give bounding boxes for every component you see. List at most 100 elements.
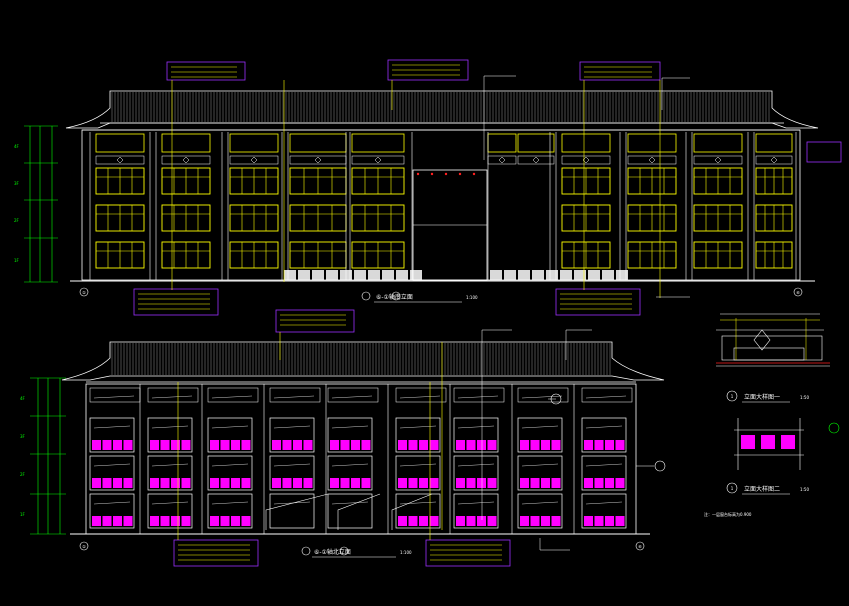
- top-axis-bubble-left: [79, 287, 89, 297]
- magenta-panel: [487, 440, 497, 450]
- magenta-panel: [584, 478, 593, 488]
- bay-frame: [147, 455, 193, 491]
- window-lintel: [627, 155, 677, 165]
- bay: [517, 455, 563, 491]
- bay: [581, 417, 627, 453]
- magenta-panel: [551, 440, 561, 450]
- bay: [395, 417, 441, 453]
- window: [561, 241, 611, 269]
- magenta-panel: [594, 516, 604, 526]
- magenta-panel: [466, 478, 476, 488]
- sill-line: [93, 425, 131, 429]
- magenta-panel: [351, 478, 360, 488]
- diamond-ornament: [714, 156, 722, 164]
- detail-2-marker: [828, 422, 840, 434]
- top-title-axis-b: [391, 291, 401, 301]
- bottom-axis-bubble-right: [635, 541, 645, 551]
- top-axis-bubble-right: [793, 287, 803, 297]
- bottom-title-axis-b: [339, 546, 349, 556]
- magenta-panel: [530, 440, 540, 450]
- bay: [89, 417, 135, 453]
- sill-line: [521, 425, 559, 429]
- window: [561, 204, 611, 232]
- bottom-title-axis-a: [301, 546, 311, 556]
- magenta-panel: [361, 478, 371, 488]
- window: [161, 167, 211, 195]
- bottom-axis-bubble-left: [79, 541, 89, 551]
- top-elevation-scale: 1:100: [466, 295, 478, 300]
- magenta-panel: [303, 440, 313, 450]
- window: [95, 204, 145, 232]
- window: [229, 167, 279, 195]
- window: [693, 167, 743, 195]
- magenta-panel: [530, 516, 540, 526]
- bay: [207, 417, 253, 453]
- bay: [453, 455, 499, 491]
- bay: [517, 493, 563, 529]
- magenta-panel: [541, 440, 550, 450]
- magenta-panel: [520, 516, 529, 526]
- magenta-panel: [530, 478, 540, 488]
- plinth-panel: [354, 270, 366, 280]
- magenta-panel: [584, 516, 593, 526]
- top-leader-lines: [171, 80, 661, 298]
- sill-line: [457, 501, 495, 505]
- bay: [89, 455, 135, 491]
- sill-line: [331, 501, 369, 505]
- detail-2-bubble: [726, 482, 738, 494]
- upper-band: [453, 387, 505, 403]
- bottom-axis-right: ⑥: [638, 544, 642, 549]
- magenta-panel: [181, 478, 191, 488]
- sill-line: [331, 463, 369, 467]
- bay-frame: [581, 493, 627, 529]
- bay: [581, 455, 627, 491]
- bay-frame: [147, 417, 193, 453]
- bottom-elevation-scale: 1:100: [400, 550, 412, 555]
- magenta-panel: [113, 440, 122, 450]
- upper-band: [269, 387, 321, 403]
- bay-frame: [395, 493, 441, 529]
- magenta-panel: [150, 440, 159, 450]
- strip-window: [561, 133, 611, 153]
- bay-frame: [269, 417, 315, 453]
- bay: [453, 493, 499, 529]
- magenta-panel: [150, 516, 159, 526]
- magenta-panel: [210, 440, 219, 450]
- band-detail: [211, 395, 253, 399]
- top-axis-left: ①: [82, 290, 86, 295]
- bay-frame: [89, 493, 135, 529]
- bay-frame: [453, 455, 499, 491]
- detail-2-number: 1: [731, 486, 734, 491]
- bay-frame: [207, 493, 253, 529]
- bottom-note-boxes: [173, 309, 511, 567]
- magenta-panel: [466, 516, 476, 526]
- plinth-panel: [518, 270, 530, 280]
- magenta-panel: [92, 440, 101, 450]
- magenta-panel: [102, 478, 112, 488]
- magenta-panel: [171, 440, 180, 450]
- top-floor-label-3: 3F: [14, 181, 20, 186]
- bay: [327, 493, 373, 529]
- strip-window: [693, 133, 743, 153]
- top-floor-label-4: 4F: [14, 144, 20, 149]
- magenta-panel: [477, 440, 486, 450]
- bottom-axis-left: ①: [82, 544, 86, 549]
- magenta-panel: [520, 440, 529, 450]
- detail-2-title: 立面大样图二: [744, 485, 780, 493]
- strip-window: [229, 133, 279, 153]
- magenta-panel: [220, 516, 230, 526]
- window: [161, 241, 211, 269]
- bay: [207, 493, 253, 529]
- magenta-panel: [487, 516, 497, 526]
- bay: [327, 455, 373, 491]
- bottom-floor-label-3: 3F: [20, 434, 26, 439]
- upper-band: [207, 387, 259, 403]
- window-lintel: [161, 155, 211, 165]
- sill-line: [585, 501, 623, 505]
- magenta-panel: [551, 478, 561, 488]
- window: [351, 241, 405, 269]
- bay-frame: [89, 455, 135, 491]
- top-floor-label-2: 2F: [14, 218, 20, 223]
- bay-frame: [147, 493, 193, 529]
